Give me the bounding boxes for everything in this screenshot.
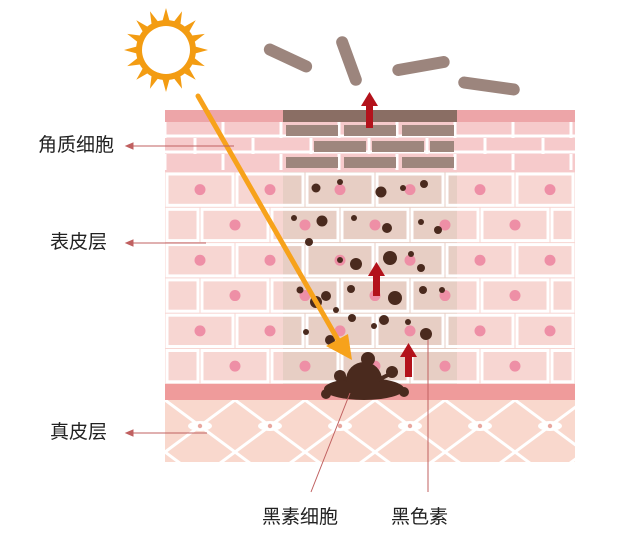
up-arrow-icon xyxy=(368,262,385,296)
migration-arrows xyxy=(361,92,417,377)
melanin-granule xyxy=(350,258,362,270)
melanin-granule xyxy=(400,185,406,191)
shedding-flakes xyxy=(263,36,520,96)
melanin-granule xyxy=(321,291,331,301)
melanin-label: 黑色素 xyxy=(391,506,449,528)
melanin-granule xyxy=(417,264,425,272)
melanin-granule xyxy=(316,215,328,227)
melanin-granule xyxy=(439,287,445,293)
melanin-granule xyxy=(405,319,411,325)
melanin-granules xyxy=(291,179,445,345)
melanin-granule xyxy=(337,179,343,185)
up-arrow-icon xyxy=(361,92,378,128)
melanin-granule xyxy=(434,226,442,234)
melanocyte-cell xyxy=(321,352,409,400)
melanin-granule xyxy=(348,314,356,322)
melanin-granule xyxy=(382,223,392,233)
melanin-granule xyxy=(375,186,387,198)
melanin-granule xyxy=(333,307,339,313)
melanin-granule xyxy=(351,215,357,221)
keratinocyte-label: 角质细胞 xyxy=(38,134,115,156)
melanin-granule xyxy=(383,251,397,265)
melanin-granule xyxy=(347,285,355,293)
melanin-granule xyxy=(311,183,321,193)
melanin-granule xyxy=(420,328,432,340)
dermis-layer xyxy=(165,400,575,462)
melanin-granule xyxy=(418,219,424,225)
uv-light-arrow xyxy=(195,93,352,360)
up-arrow-icon xyxy=(400,343,417,377)
melanin-granule xyxy=(303,329,309,335)
melanin-granule xyxy=(305,238,313,246)
leader-lines xyxy=(124,142,429,493)
melanin-granule xyxy=(419,286,427,294)
melanin-granule xyxy=(337,257,343,263)
epidermis-layer xyxy=(165,172,575,384)
keratinocyte-layer xyxy=(163,110,575,172)
melanin-granule xyxy=(296,286,304,294)
melanin-granule xyxy=(420,180,428,188)
sun-icon xyxy=(124,8,208,92)
melanocyte-label: 黑素细胞 xyxy=(262,506,339,528)
melanin-granule xyxy=(388,291,402,305)
melanin-granule xyxy=(291,215,297,221)
melanin-granule xyxy=(371,323,377,329)
melanin-granule xyxy=(379,315,389,325)
epidermis-label: 表皮层 xyxy=(50,231,108,253)
dermis-label: 真皮层 xyxy=(50,421,108,443)
melanin-granule xyxy=(408,251,414,257)
